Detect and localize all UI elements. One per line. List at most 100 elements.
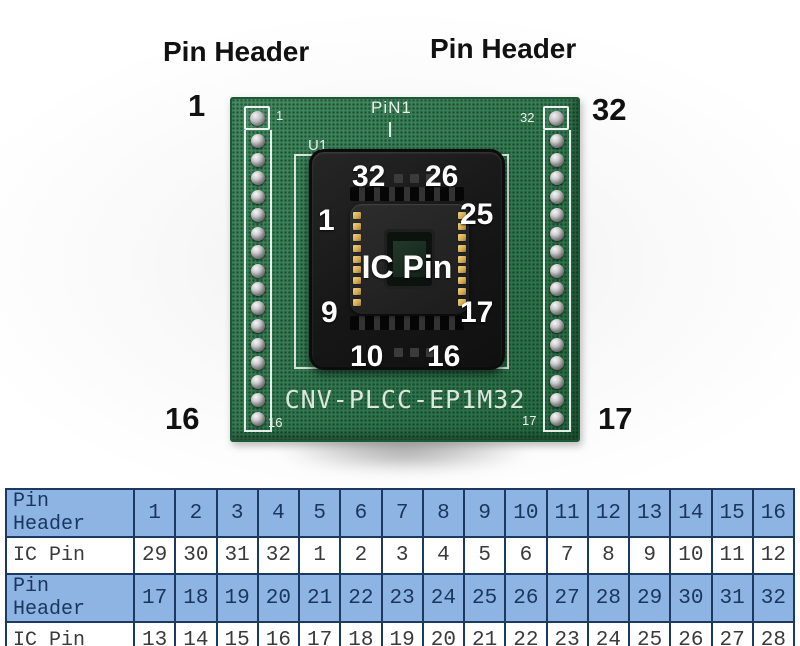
header-pin	[550, 226, 564, 241]
plcc-socket: 32 26 1 25 9 17 10 16 IC Pin	[309, 149, 505, 373]
header-pin	[251, 189, 265, 204]
header-pin	[550, 208, 564, 223]
pin-cell: 30	[174, 536, 218, 575]
header-pin	[251, 134, 265, 148]
header-pin	[251, 152, 265, 167]
pin-cell: 19	[215, 573, 259, 623]
header-pin	[550, 263, 564, 278]
socket-contact-slots-top	[350, 187, 464, 201]
gold-contacts-right	[458, 212, 466, 306]
row-label: Pin Header	[5, 488, 135, 538]
header-pin	[550, 337, 564, 352]
pin1-tick-mark	[389, 122, 391, 137]
header-pin	[550, 134, 564, 148]
gold-contact	[353, 299, 361, 306]
pin-cell: 22	[339, 573, 383, 623]
header-pin	[550, 300, 564, 315]
pin-cell: 6	[504, 536, 548, 575]
socket-label-1: 1	[318, 204, 335, 237]
socket-label-16: 16	[427, 340, 461, 373]
gold-contact	[353, 222, 361, 230]
pin-header-column-right	[543, 106, 571, 432]
pin-cell: 19	[380, 621, 424, 646]
row-label: Pin Header	[5, 573, 135, 623]
pin-cell: 1	[297, 536, 342, 575]
silkscreen-part-number: CNV-PLCC-EP1M32	[284, 385, 526, 414]
header-pin	[251, 319, 265, 334]
silkscreen-pad-17: 17	[522, 413, 537, 428]
socket-mold-dots-bottom	[394, 348, 435, 357]
pin-cell: 23	[380, 573, 424, 623]
pin-cell: 4	[256, 488, 301, 538]
corner-number-top-right: 32	[592, 92, 627, 127]
pin-cell: 4	[421, 536, 466, 575]
pin-cell: 24	[586, 621, 631, 646]
header-pin	[251, 282, 265, 297]
pin-cell: 21	[462, 621, 507, 646]
pin-cell: 18	[174, 573, 218, 623]
pin-cell: 8	[421, 488, 466, 538]
photo-area: Pin Header Pin Header 1 32 16 17 1 16 32…	[0, 0, 800, 488]
ic-pin-center-label: IC Pin	[361, 249, 453, 285]
socket-mold-dots-top	[394, 174, 435, 183]
header-pin	[251, 374, 265, 389]
gold-contact	[458, 288, 466, 296]
corner-number-bottom-right: 17	[598, 401, 633, 436]
pin-cell: 18	[339, 621, 383, 646]
pin-cell: 6	[339, 488, 383, 538]
pin-cell: 13	[132, 621, 177, 646]
pin-cell: 21	[297, 573, 342, 623]
pin-cell: 8	[586, 536, 631, 575]
header-pin	[550, 393, 564, 408]
header-pin	[550, 152, 564, 167]
pin-cell: 28	[751, 621, 796, 646]
gold-contact	[458, 244, 466, 252]
pin-cell: 14	[174, 621, 218, 646]
pin-cell: 5	[462, 536, 507, 575]
pin-cell: 26	[669, 621, 713, 646]
gold-contact	[353, 255, 361, 263]
pin-cell: 25	[627, 621, 672, 646]
header-pin	[251, 226, 265, 241]
pin-cell: 12	[586, 488, 631, 538]
socket-label-25: 25	[460, 198, 494, 231]
pin-cell: 7	[380, 488, 424, 538]
header-pin	[251, 393, 265, 408]
pin-header-column-left	[244, 106, 272, 432]
header-pin	[550, 411, 564, 426]
pin-cell: 28	[586, 573, 631, 623]
pin-cell: 29	[132, 536, 177, 575]
pin-cell: 7	[545, 536, 589, 575]
header-pin	[550, 319, 564, 334]
pin-cell: 11	[710, 536, 754, 575]
pin-cell: 14	[669, 488, 713, 538]
gold-contact	[458, 233, 466, 241]
pin-cell: 2	[339, 536, 383, 575]
header-pin	[251, 263, 265, 278]
pin-cell: 27	[545, 573, 589, 623]
silkscreen-pad-32: 32	[520, 110, 535, 125]
pin-cell: 31	[215, 536, 259, 575]
row-label: IC Pin	[5, 536, 135, 575]
header-pin	[251, 300, 265, 315]
gold-contact	[458, 266, 466, 274]
gold-contact	[458, 255, 466, 263]
pin-cell: 31	[710, 573, 754, 623]
socket-label-32: 32	[352, 160, 386, 193]
header-pin	[550, 356, 564, 371]
row-label: IC Pin	[5, 621, 135, 646]
pin-cell: 10	[669, 536, 713, 575]
header-pin	[550, 282, 564, 297]
screw-pad-icon	[244, 106, 270, 130]
pin-cell: 26	[504, 573, 548, 623]
header-pin	[550, 374, 564, 389]
pin-cell: 9	[462, 488, 507, 538]
gold-contact	[353, 288, 361, 296]
header-pin	[251, 356, 265, 371]
gold-contact	[353, 212, 361, 219]
silkscreen-pad-1: 1	[276, 108, 284, 123]
pin-cell: 27	[710, 621, 754, 646]
pin-cell: 17	[132, 573, 177, 623]
